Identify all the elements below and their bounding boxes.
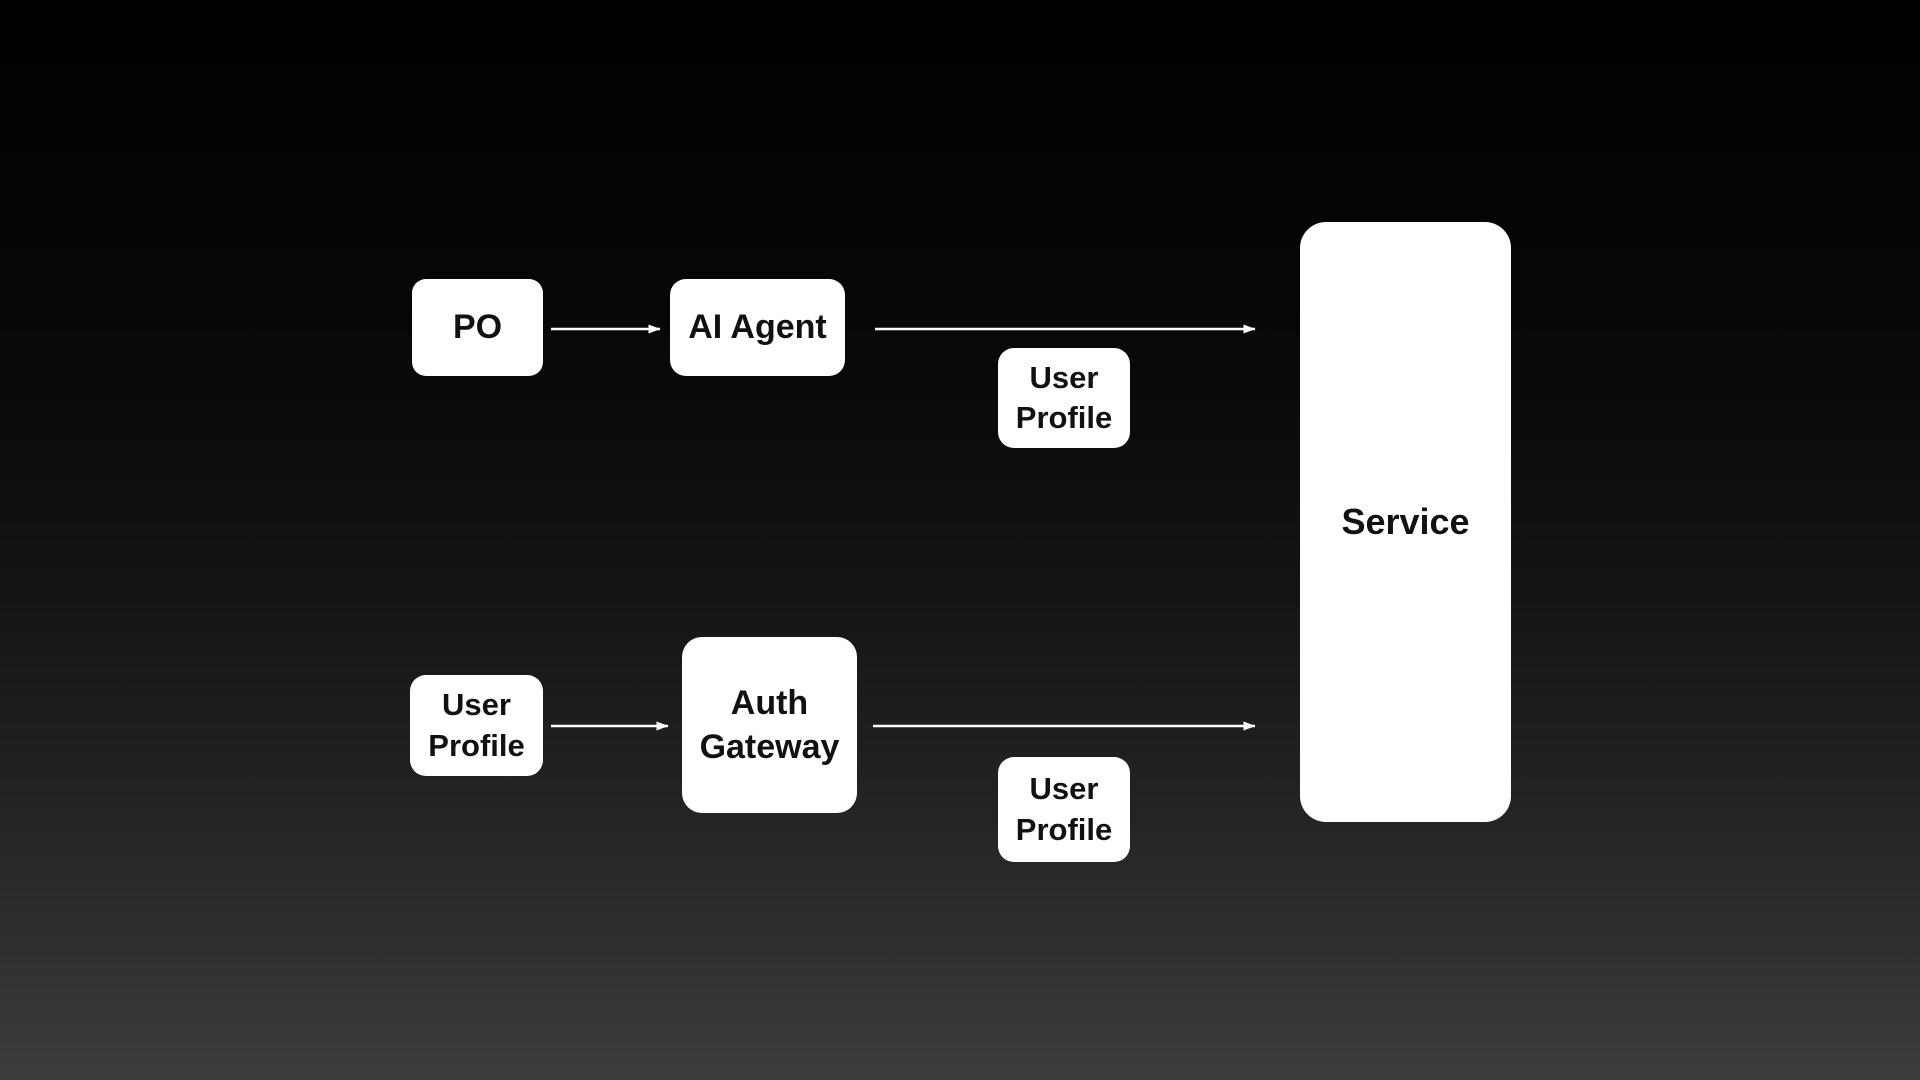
node-ai-agent: AI Agent xyxy=(670,279,845,376)
node-po: PO xyxy=(412,279,543,376)
edge-label-user-profile-top: User Profile xyxy=(998,348,1130,448)
node-user-profile: User Profile xyxy=(410,675,543,776)
edge-label-user-profile-bottom: User Profile xyxy=(998,757,1130,862)
node-auth-gateway: Auth Gateway xyxy=(682,637,857,813)
node-service: Service xyxy=(1300,222,1511,822)
